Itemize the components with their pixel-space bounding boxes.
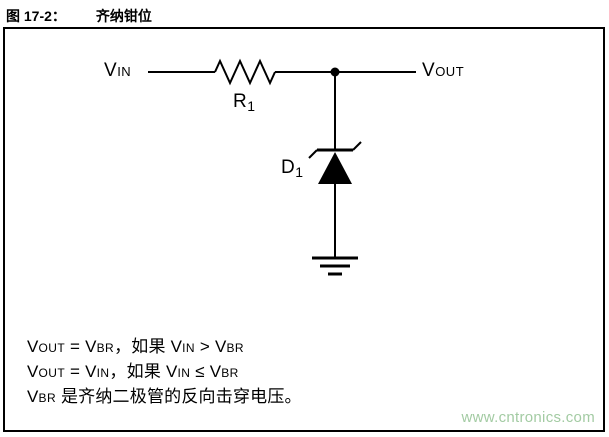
watermark: www.cntronics.com: [461, 409, 595, 426]
ground-symbol: [312, 256, 358, 276]
d1-label: D1: [281, 157, 304, 180]
vout-label: VOUT: [422, 60, 465, 81]
figure-caption: 图 17-2： 齐纳钳位: [6, 6, 152, 26]
figure-title: 齐纳钳位: [95, 8, 152, 24]
zener-diode-symbol: [318, 152, 352, 184]
note-line-1: VOUT = VBR，如果 VIN > VBR: [27, 337, 244, 356]
zener-cathode-bar: [308, 141, 362, 159]
figure-frame: VIN VOUT R1 D1 VOUT = VBR，如果 VIN > VBR V…: [3, 27, 605, 432]
note-line-2: VOUT = VIN，如果 VIN ≤ VBR: [27, 362, 239, 381]
circuit-diagram: [148, 58, 416, 276]
note-line-3: VBR 是齐纳二极管的反向击穿电压。: [27, 387, 302, 406]
resistor-symbol: [214, 58, 276, 86]
r1-label: R1: [233, 91, 256, 114]
vin-label: VIN: [104, 60, 132, 81]
figure-number: 图 17-2：: [6, 8, 66, 24]
